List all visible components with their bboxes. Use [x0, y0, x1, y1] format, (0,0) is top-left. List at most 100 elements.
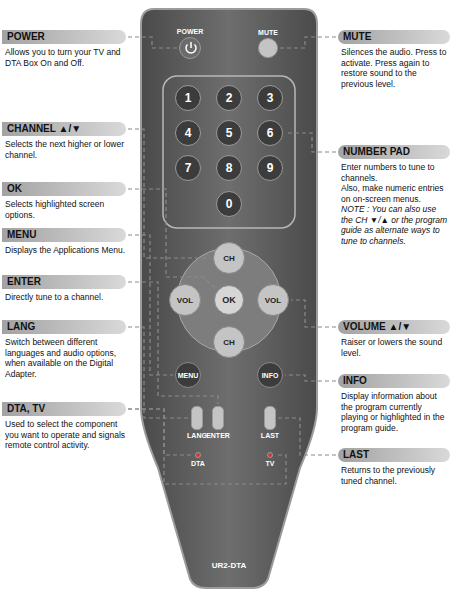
button-face: MENU	[175, 362, 201, 388]
button-face: VOL	[257, 284, 289, 316]
callout-text: Selects highlighted screen options.	[2, 199, 126, 220]
button-label: OK	[222, 295, 236, 305]
model-name: UR2-DTA	[140, 561, 318, 570]
button-label: MENU	[178, 372, 199, 379]
callout: NUMBER PAD Enter numbers to tune to chann…	[338, 145, 450, 246]
remote-button: 6	[257, 120, 283, 146]
callout-heading: POWER	[2, 30, 126, 44]
button-face: 5	[216, 120, 242, 146]
button-face: 8	[216, 155, 242, 181]
remote-button: VOL	[257, 284, 289, 316]
button-label: 7	[185, 161, 192, 175]
button-face: 9	[257, 155, 283, 181]
remote-housing	[141, 9, 317, 588]
callout-heading: MENU	[2, 228, 126, 242]
remote-control: UR2-DTAPOWERMUTE1234567890CHVOLOKVOLCHME…	[140, 8, 318, 590]
remote-button: TV	[248, 452, 292, 469]
callout-heading: DTA, TV	[2, 402, 126, 416]
callout: ENTERDirectly tune to a channel.	[2, 275, 126, 303]
remote-button: CH	[213, 326, 245, 358]
button-label: INFO	[262, 372, 279, 379]
button-face	[267, 452, 273, 458]
callout: DTA, TV Used to select the component you …	[2, 402, 126, 451]
button-caption: POWER	[168, 26, 212, 37]
callout-text: Enter numbers to tune to channels.	[338, 162, 450, 183]
remote-button: CH	[213, 242, 245, 274]
remote-button: DTA	[176, 452, 220, 469]
button-face: 7	[175, 155, 201, 181]
callout: POWERAllows you to turn your TV and DTA …	[2, 30, 126, 68]
button-face	[195, 452, 201, 458]
button-face: 0	[216, 191, 242, 217]
remote-button: MUTE	[246, 27, 290, 58]
button-label: CH	[223, 338, 235, 347]
button-label: 4	[185, 126, 192, 140]
remote-button: 0	[216, 191, 242, 217]
button-label: 9	[267, 161, 274, 175]
button-face: INFO	[257, 362, 283, 388]
callout-text: Display information about the program cu…	[338, 391, 450, 433]
remote-button: 5	[216, 120, 242, 146]
callout-text: Also, make numeric entries on on-screen …	[338, 183, 450, 204]
remote-button: 1	[175, 85, 201, 111]
callout-heading: INFO	[338, 374, 450, 388]
button-face: 2	[216, 85, 242, 111]
callout-heading: LANG	[2, 320, 126, 334]
button-label: 0	[226, 197, 233, 211]
button-label: CH	[223, 254, 235, 263]
callout-text: Directly tune to a channel.	[2, 292, 126, 303]
callout: VOLUME ▲/▼Raiser or lowers the sound lev…	[338, 320, 450, 358]
button-face	[212, 406, 224, 430]
callout: LAST Returns to the previously tuned chan…	[338, 448, 450, 486]
button-face: 4	[175, 120, 201, 146]
callout: CHANNEL ▲/▼ Selects the next higher or lo…	[2, 122, 126, 160]
remote-button: 4	[175, 120, 201, 146]
button-face: 3	[257, 85, 283, 111]
callout-text: Used to select the component you want to…	[2, 419, 126, 451]
keypad-outline	[163, 76, 295, 228]
power-icon	[180, 37, 200, 59]
callout: MUTE Silences the audio. Press to activat…	[338, 30, 450, 89]
button-face	[258, 38, 278, 58]
callout: OK Selects highlighted screen options.	[2, 182, 126, 220]
remote-button: POWER	[168, 26, 212, 59]
button-caption: TV	[248, 458, 292, 469]
callout-text: Returns to the previously tuned channel.	[338, 465, 450, 486]
remote-button: ENTER	[196, 406, 240, 441]
callout: LANGSwitch between different languages a…	[2, 320, 126, 379]
button-label: 8	[226, 161, 233, 175]
remote-button: LAST	[248, 406, 292, 441]
callout-text: Selects the next higher or lower channel…	[2, 139, 126, 160]
remote-button: OK	[214, 285, 244, 315]
button-face	[179, 37, 201, 59]
remote-button: 3	[257, 85, 283, 111]
remote-button: 7	[175, 155, 201, 181]
button-face: VOL	[169, 284, 201, 316]
remote-button: VOL	[169, 284, 201, 316]
callout-heading: CHANNEL ▲/▼	[2, 122, 126, 136]
button-caption: DTA	[176, 458, 220, 469]
remote-button: 9	[257, 155, 283, 181]
callout-text: Silences the audio. Press to activate. P…	[338, 47, 450, 89]
button-face	[264, 406, 276, 430]
callout: INFO Display information about the progra…	[338, 374, 450, 433]
callout-heading: MUTE	[338, 30, 450, 44]
button-caption: MUTE	[246, 27, 290, 38]
button-face	[191, 406, 203, 430]
button-label: 1	[185, 91, 192, 105]
callout-heading: NUMBER PAD	[338, 145, 450, 159]
callout-text: NOTE : You can also use the CH ▼/▲ or th…	[338, 204, 450, 246]
button-face: CH	[213, 326, 245, 358]
remote-button: 8	[216, 155, 242, 181]
remote-button: MENU	[175, 362, 201, 388]
button-face: OK	[214, 285, 244, 315]
button-label: VOL	[177, 296, 193, 305]
callout-heading: OK	[2, 182, 126, 196]
button-face: 6	[257, 120, 283, 146]
button-label: 6	[267, 126, 274, 140]
callout: MENU Displays the Applications Menu.	[2, 228, 126, 256]
callout-text: Displays the Applications Menu.	[2, 245, 126, 256]
button-face: CH	[213, 242, 245, 274]
callout-heading: LAST	[338, 448, 450, 462]
